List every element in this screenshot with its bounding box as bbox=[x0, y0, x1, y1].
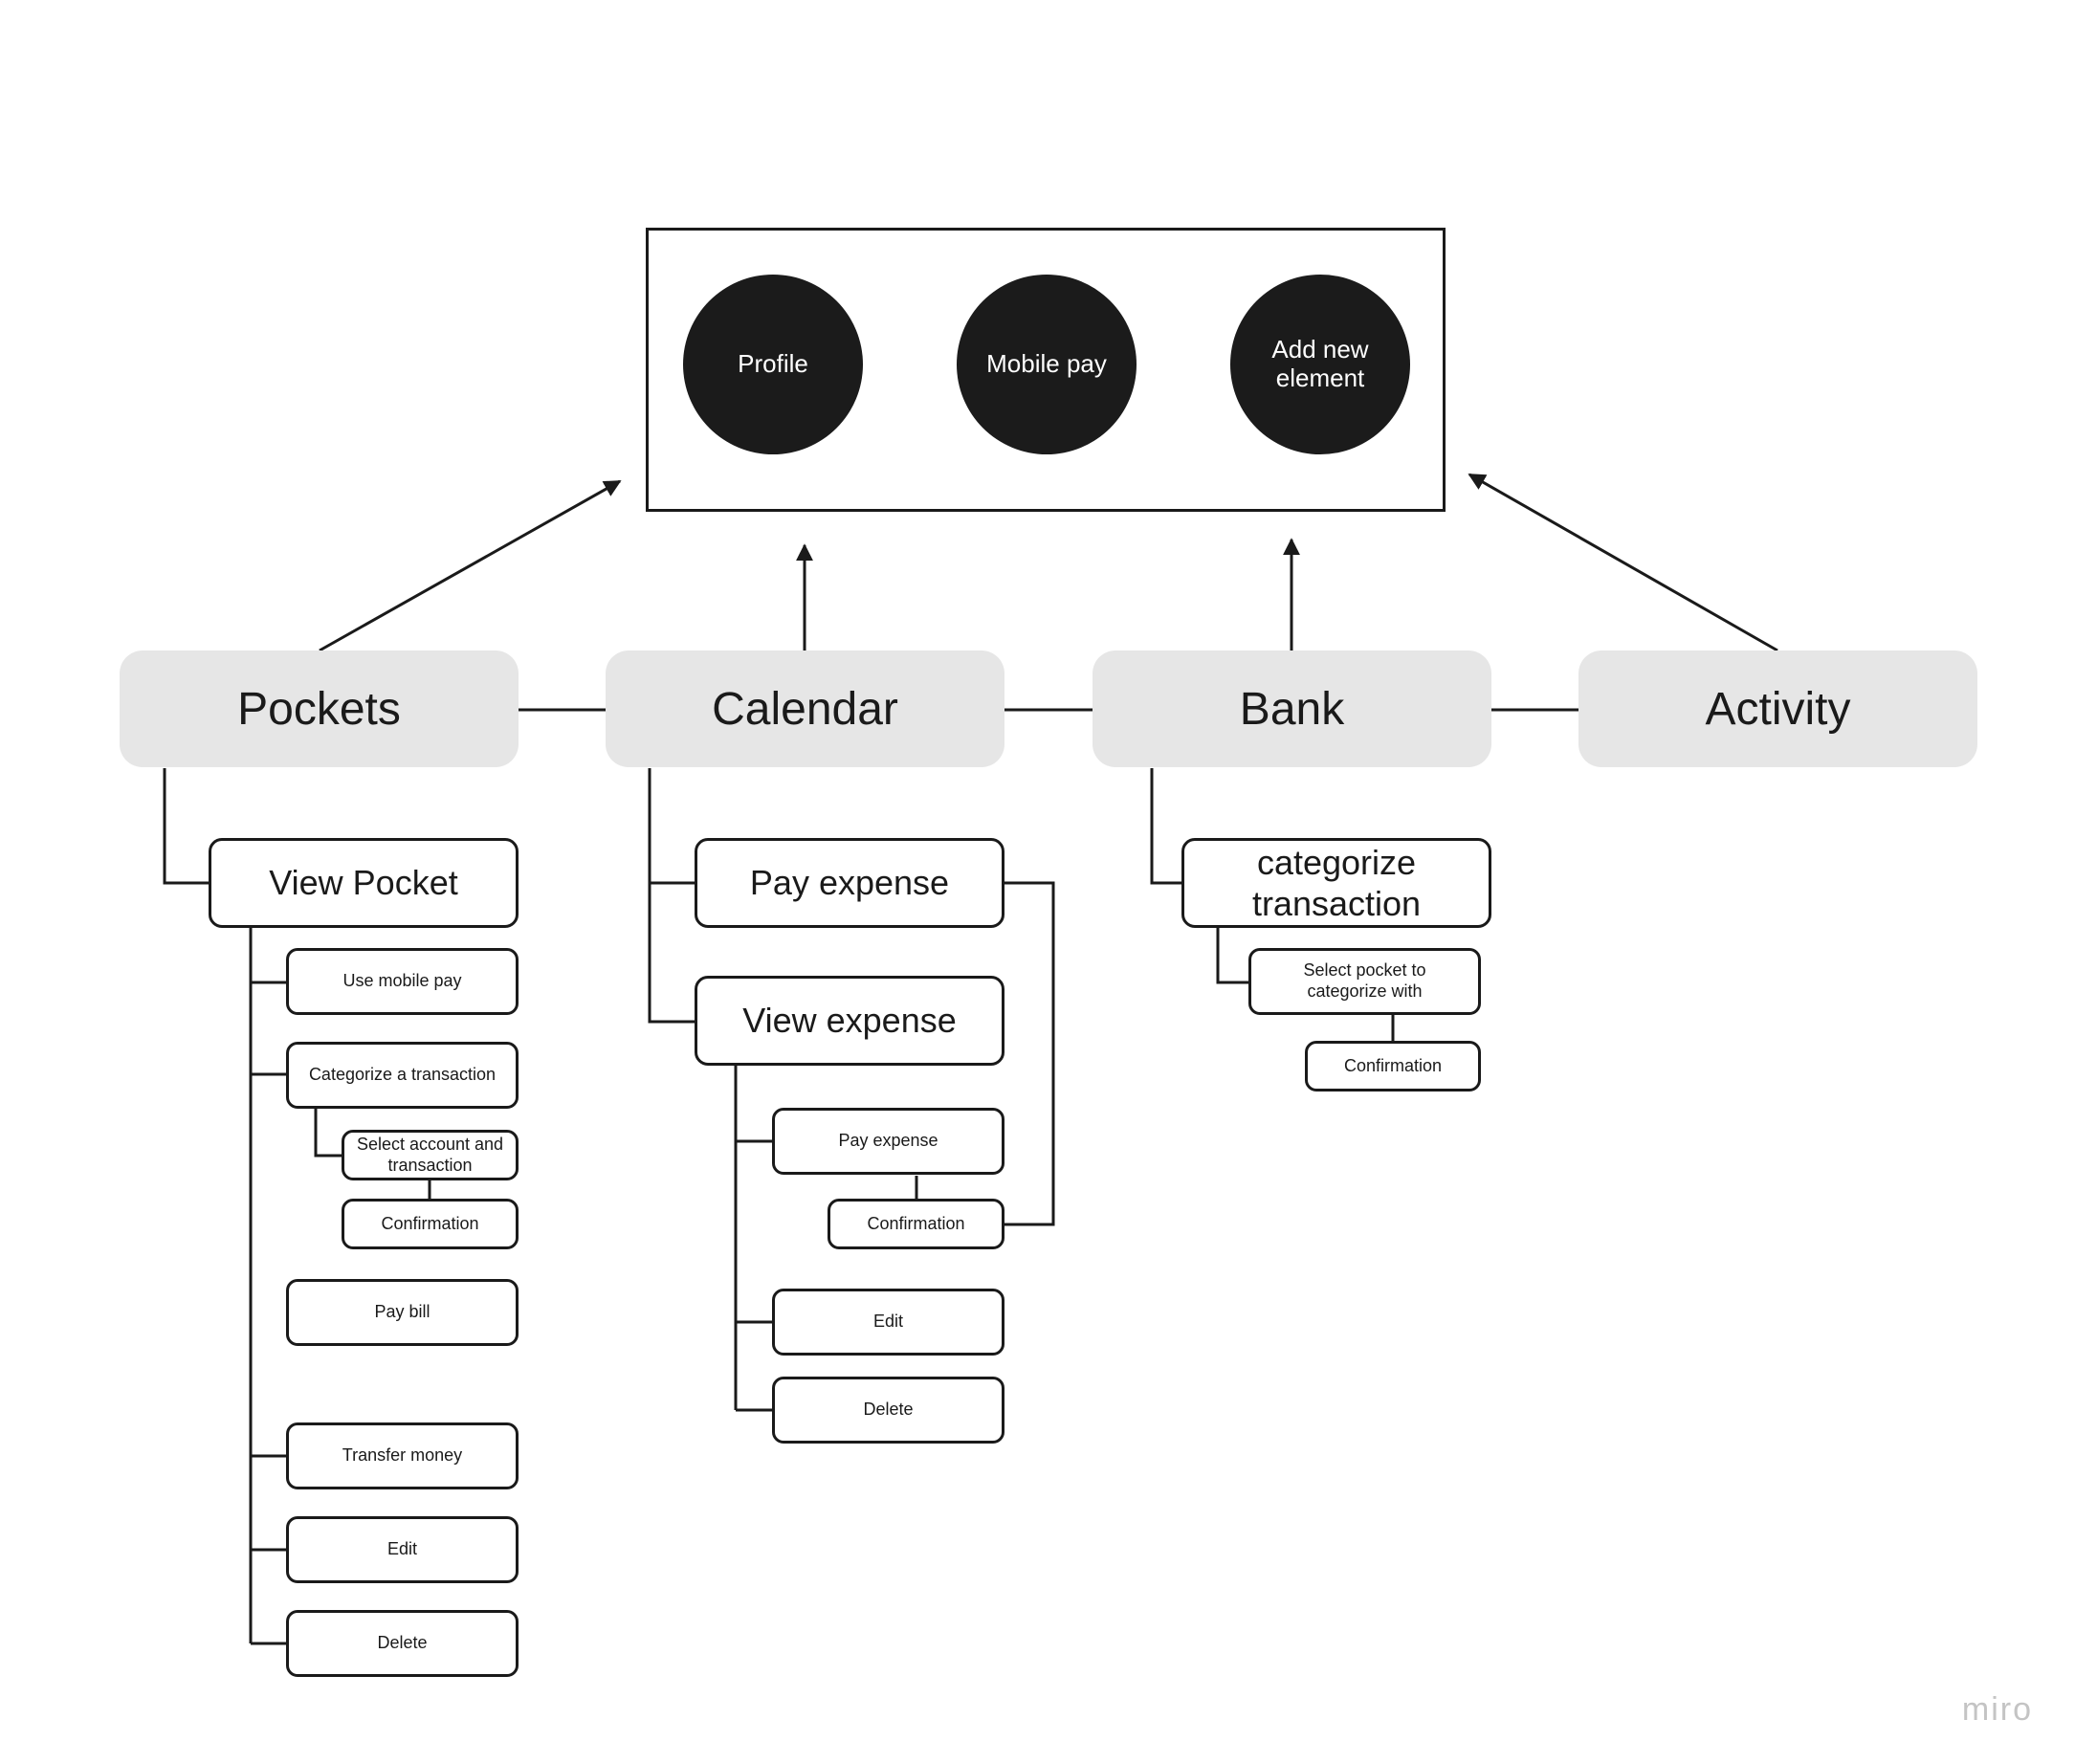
mobile-pay-node[interactable]: Mobile pay bbox=[957, 275, 1137, 454]
categorize-a-transaction-node[interactable]: Categorize a transaction bbox=[286, 1042, 519, 1109]
pockets-edit-label: Edit bbox=[386, 1539, 418, 1559]
link-payexpense-confirmation bbox=[1004, 881, 1055, 1226]
view-pocket-label: View Pocket bbox=[269, 863, 458, 903]
add-new-element-label: Add new element bbox=[1271, 335, 1369, 392]
view-expense-node[interactable]: View expense bbox=[695, 976, 1004, 1066]
categorize-transaction-node[interactable]: categorize transaction bbox=[1181, 838, 1491, 928]
calendar-edit-node[interactable]: Edit bbox=[772, 1289, 1004, 1356]
add-new-element-node[interactable]: Add new element bbox=[1230, 275, 1410, 454]
select-pocket-node[interactable]: Select pocket to categorize with bbox=[1248, 948, 1481, 1015]
bank-confirmation-label: Confirmation bbox=[1343, 1055, 1443, 1075]
category-bank[interactable]: Bank bbox=[1093, 650, 1491, 767]
calendar-confirmation-label: Confirmation bbox=[867, 1213, 965, 1233]
profile-node[interactable]: Profile bbox=[683, 275, 863, 454]
pockets-delete-label: Delete bbox=[377, 1633, 428, 1653]
category-bank-label: Bank bbox=[1239, 683, 1345, 735]
select-account-label: Select account and transaction bbox=[356, 1134, 504, 1175]
view-expense-label: View expense bbox=[742, 1001, 957, 1041]
category-activity-label: Activity bbox=[1705, 683, 1851, 735]
view-pocket-node[interactable]: View Pocket bbox=[209, 838, 519, 928]
category-calendar-label: Calendar bbox=[712, 683, 898, 735]
link-calendar-children bbox=[648, 768, 695, 1024]
bank-confirmation-node[interactable]: Confirmation bbox=[1305, 1041, 1481, 1091]
calendar-pay-expense-node[interactable]: Pay expense bbox=[772, 1108, 1004, 1175]
pockets-edit-node[interactable]: Edit bbox=[286, 1516, 519, 1583]
pay-bill-label: Pay bill bbox=[374, 1302, 430, 1322]
categorize-a-transaction-label: Categorize a transaction bbox=[308, 1065, 497, 1085]
calendar-delete-node[interactable]: Delete bbox=[772, 1377, 1004, 1444]
calendar-edit-label: Edit bbox=[872, 1312, 904, 1332]
use-mobile-pay-node[interactable]: Use mobile pay bbox=[286, 948, 519, 1015]
arrow-activity-to-top bbox=[1468, 473, 1778, 652]
miro-watermark: miro bbox=[1961, 1691, 2033, 1728]
calendar-pay-expense-label: Pay expense bbox=[838, 1131, 938, 1151]
select-pocket-label: Select pocket to categorize with bbox=[1303, 960, 1426, 1001]
transfer-money-node[interactable]: Transfer money bbox=[286, 1422, 519, 1489]
transfer-money-label: Transfer money bbox=[342, 1445, 463, 1466]
pockets-delete-node[interactable]: Delete bbox=[286, 1610, 519, 1677]
category-pockets-label: Pockets bbox=[237, 683, 401, 735]
category-pockets[interactable]: Pockets bbox=[120, 650, 519, 767]
calendar-confirmation-node[interactable]: Confirmation bbox=[828, 1199, 1004, 1249]
arrow-pockets-to-top bbox=[319, 479, 622, 652]
pockets-confirmation-label: Confirmation bbox=[381, 1213, 479, 1233]
pockets-confirmation-node[interactable]: Confirmation bbox=[342, 1199, 519, 1249]
pay-expense-node[interactable]: Pay expense bbox=[695, 838, 1004, 928]
pay-bill-node[interactable]: Pay bill bbox=[286, 1279, 519, 1346]
mobile-pay-label: Mobile pay bbox=[986, 349, 1107, 379]
category-activity[interactable]: Activity bbox=[1578, 650, 1977, 767]
calendar-delete-label: Delete bbox=[863, 1400, 914, 1420]
categorize-transaction-label: categorize transaction bbox=[1251, 842, 1422, 923]
pay-expense-label: Pay expense bbox=[749, 863, 950, 903]
use-mobile-pay-label: Use mobile pay bbox=[342, 971, 462, 991]
category-calendar[interactable]: Calendar bbox=[606, 650, 1004, 767]
link-pockets-viewpocket bbox=[163, 768, 210, 885]
link-bank-categorize bbox=[1150, 768, 1182, 885]
profile-label: Profile bbox=[738, 349, 808, 379]
select-account-node[interactable]: Select account and transaction bbox=[342, 1130, 519, 1180]
